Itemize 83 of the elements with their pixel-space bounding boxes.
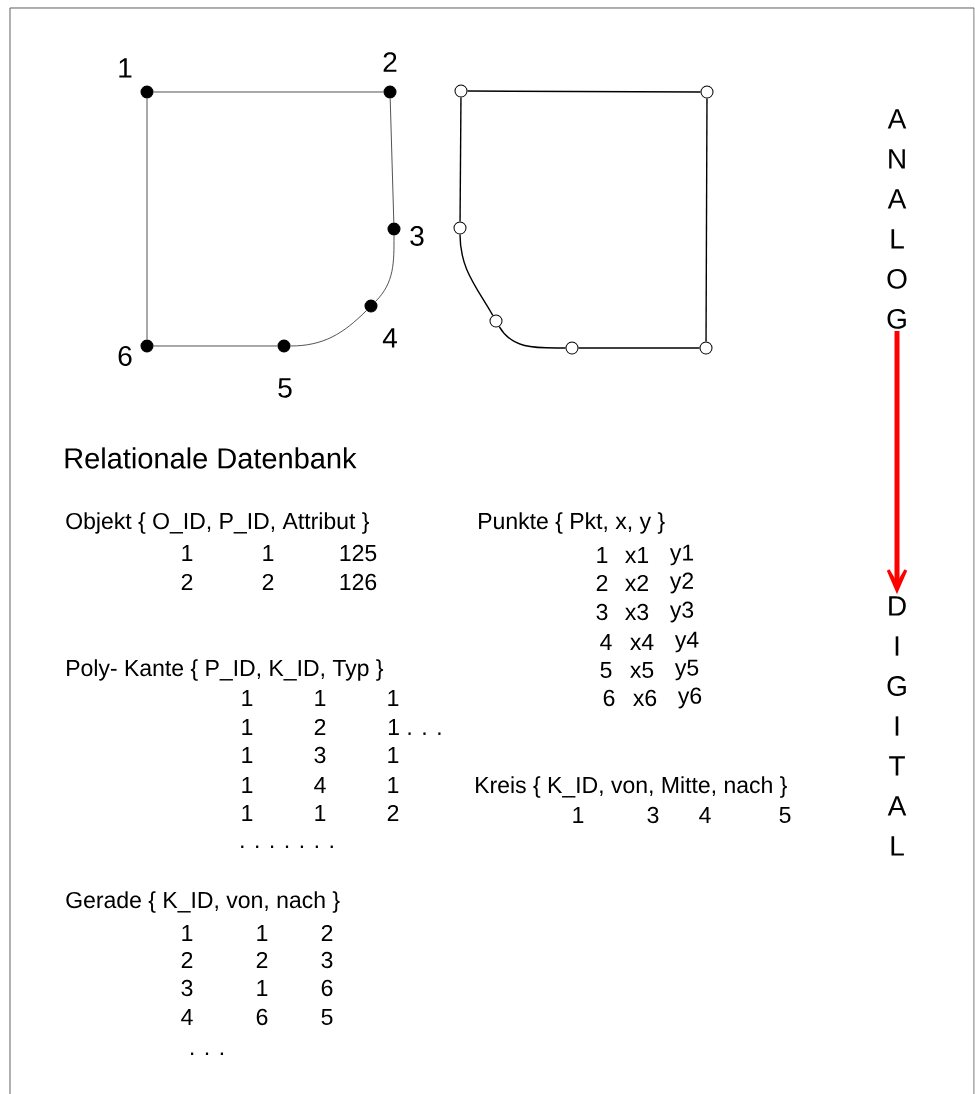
table-cell: x4: [630, 634, 654, 650]
point-number: 6: [118, 346, 132, 366]
table-cell: 6: [321, 979, 333, 997]
point-number: 1: [119, 58, 132, 78]
table-cell: 5: [600, 661, 612, 678]
table-cell: 2: [181, 951, 193, 969]
table-cell: y5: [674, 659, 699, 681]
point-number: 5: [278, 378, 292, 398]
curve-edge: [498, 325, 567, 349]
table-cell: 1: [315, 805, 326, 821]
table-cell: 2: [262, 573, 274, 590]
vertical-word: DIGITAL: [887, 596, 907, 856]
table-cell: 1 . . .: [388, 719, 441, 735]
table-cell: y4: [674, 631, 699, 653]
line-edge: [153, 345, 278, 347]
table-cell: 3: [314, 746, 326, 764]
table-cell: x1: [625, 547, 649, 563]
table-cell: 1: [182, 925, 193, 941]
table-cell: 3: [321, 951, 333, 969]
line-edge: [577, 347, 701, 349]
table-cell: 3: [181, 979, 193, 997]
line-edge: [466, 90, 702, 93]
table-cell: 1: [315, 690, 326, 706]
table-cell: 1: [388, 777, 399, 793]
table-cell: 1: [242, 747, 253, 763]
table-header: Gerade { K_ID, von, nach }: [66, 891, 340, 913]
table-header: Poly- Kante { P_ID, K_ID, Typ }: [67, 659, 384, 681]
table-cell: 5: [779, 806, 791, 823]
table-cell: 4: [314, 777, 326, 793]
table-cell: 1: [257, 980, 268, 996]
table-cell: x6: [633, 689, 657, 707]
table-cell: 3: [647, 806, 659, 824]
table-cell: x5: [630, 661, 654, 678]
point-number: 3: [410, 226, 424, 246]
table-cell: x3: [625, 603, 649, 621]
table-cell: y3: [669, 601, 694, 623]
table-cell: y2: [669, 572, 693, 594]
curve-edge: [290, 310, 367, 347]
section-heading: Relationale Datenbank: [65, 447, 357, 469]
line-edge: [153, 91, 384, 93]
ellipsis: . . .: [191, 1052, 223, 1055]
table-cell: 125: [340, 544, 377, 562]
table-cell: 1: [242, 719, 253, 735]
table-cell: 1: [182, 545, 193, 561]
line-edge: [459, 96, 462, 223]
ellipsis: . . . . . . .: [241, 845, 333, 848]
table-cell: 2: [321, 924, 333, 941]
point-number: 4: [382, 328, 397, 348]
table-cell: 1: [242, 805, 253, 821]
table-cell: 2: [256, 951, 268, 969]
table-cell: y1: [669, 544, 694, 566]
curve-edge: [375, 235, 395, 302]
table-cell: 6: [603, 689, 615, 707]
table-cell: 3: [596, 603, 608, 621]
table-cell: 1: [257, 925, 268, 941]
line-edge: [389, 98, 395, 223]
table-cell: 1: [242, 777, 253, 793]
table-cell: 2: [314, 718, 326, 735]
table-cell: 4: [181, 1009, 193, 1025]
table-cell: 1: [573, 807, 584, 823]
table-cell: 2: [387, 804, 399, 821]
table-cell: 1: [242, 690, 253, 706]
table-cell: 1: [263, 545, 274, 561]
table-cell: x2: [625, 574, 648, 591]
table-cell: 5: [321, 1008, 333, 1025]
table-cell: 2: [181, 573, 193, 590]
curve-edge: [459, 233, 494, 317]
table-cell: 126: [340, 573, 377, 591]
table-header: Objekt { O_ID, P_ID, Attribut }: [66, 512, 369, 534]
table-cell: 4: [699, 807, 711, 823]
line-edge: [705, 97, 708, 343]
table-header: Kreis { K_ID, von, Mitte, nach }: [476, 776, 787, 798]
table-cell: y6: [677, 687, 702, 709]
table-cell: 1: [597, 547, 608, 563]
point-number: 2: [383, 52, 397, 72]
table-cell: 6: [256, 1008, 268, 1026]
table-cell: 1: [388, 747, 399, 763]
table-cell: 1: [388, 690, 399, 706]
vertical-word: ANALOG: [887, 109, 907, 329]
table-header: Punkte { Pkt, x, y }: [479, 512, 665, 534]
table-cell: 2: [596, 574, 608, 591]
line-edge: [146, 98, 148, 340]
table-cell: 4: [600, 634, 612, 650]
